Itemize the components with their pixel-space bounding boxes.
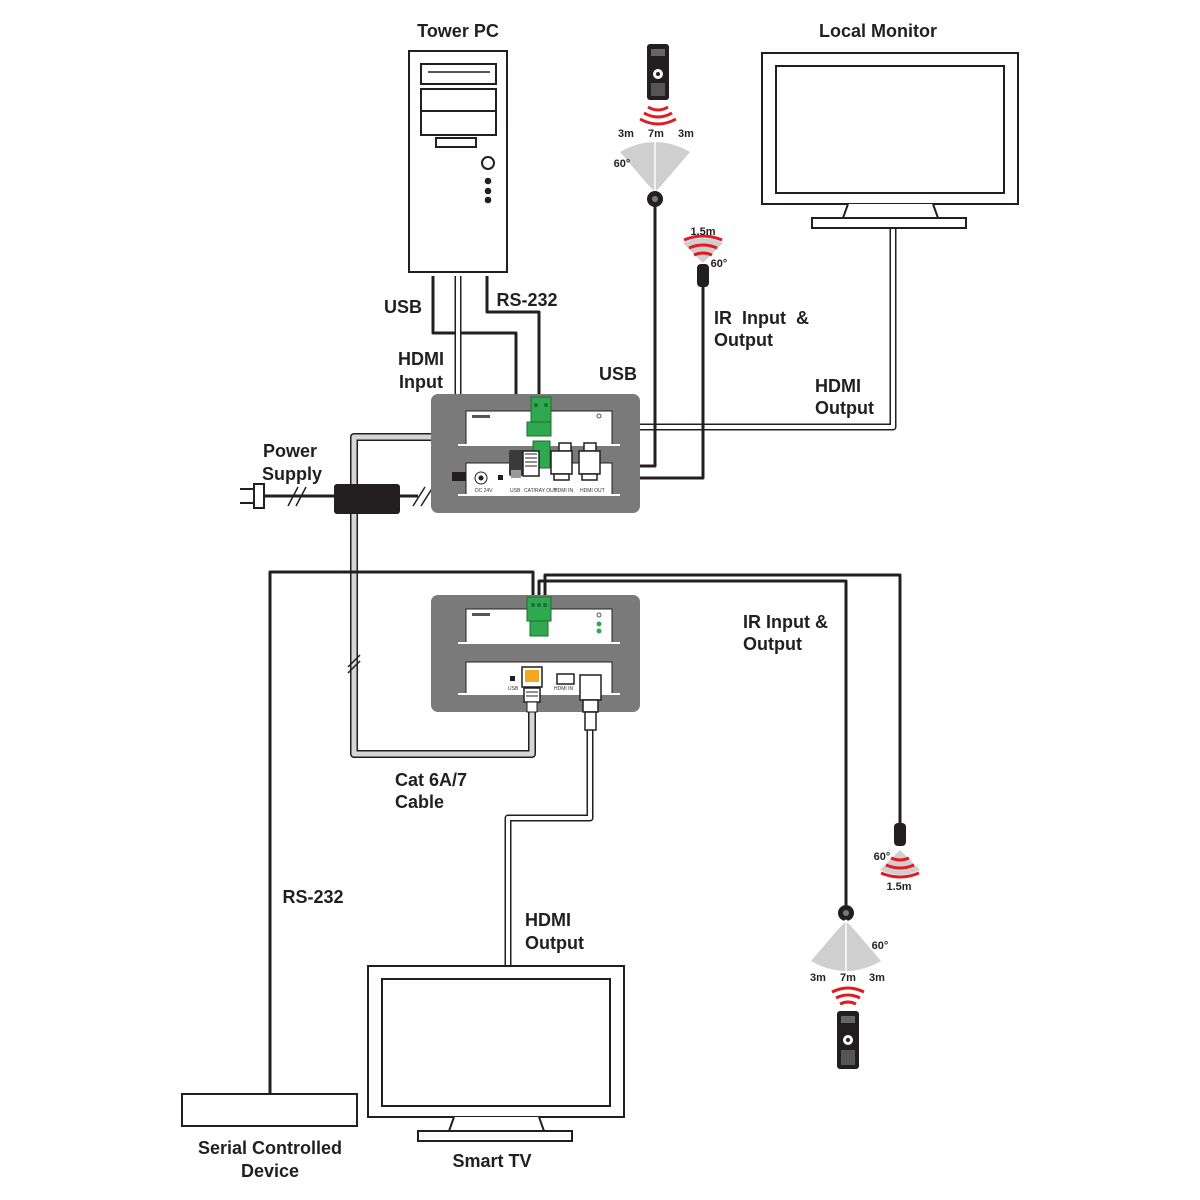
serial-device-icon bbox=[181, 1093, 358, 1127]
tx-cat-plug bbox=[522, 450, 540, 477]
local-monitor-label: Local Monitor bbox=[819, 21, 937, 41]
rs232-cable-rx bbox=[268, 570, 535, 1093]
ir-receiver-center-tx: 7m bbox=[648, 128, 664, 140]
ir-receiver-icon bbox=[647, 191, 663, 207]
ir-label-tx-line2: Output bbox=[714, 330, 773, 350]
ir-receiver-angle-tx: 60° bbox=[614, 158, 631, 170]
ir-label-tx-line1: IR Input & bbox=[714, 308, 809, 328]
rs232-label-pc: RS-232 bbox=[496, 290, 557, 310]
ir-receiver-side-left-rx: 3m bbox=[810, 972, 826, 984]
ir-receiver-icon-rx bbox=[838, 905, 854, 921]
ir-receiver-angle-rx: 60° bbox=[872, 940, 889, 952]
monitor-icon bbox=[761, 52, 1019, 229]
ir-label-rx-line1: IR Input & bbox=[743, 612, 828, 632]
rx-terminal bbox=[526, 596, 552, 637]
ir-blaster-icon bbox=[697, 264, 709, 287]
ir-blaster-icon-rx bbox=[894, 823, 906, 846]
ir-receiver-side-left-tx: 3m bbox=[618, 128, 634, 140]
hdmi-output-label-tx-line2: Output bbox=[815, 398, 874, 418]
remote-control-icon-rx bbox=[837, 1011, 859, 1069]
tower-pc-label: Tower PC bbox=[417, 21, 499, 41]
ir-signal-icon bbox=[639, 105, 677, 126]
power-supply-label-line1: Power bbox=[263, 441, 317, 461]
ir-blaster-range-tx bbox=[683, 234, 723, 263]
ir-receiver-range-tx bbox=[611, 138, 699, 194]
hdmi-output-label-rx-line2: Output bbox=[525, 933, 584, 953]
tx-hdmi-out-plug bbox=[578, 442, 601, 481]
rx-port-label-hdmi: HDMI IN bbox=[554, 686, 574, 692]
ir-blaster-range-rx bbox=[880, 850, 920, 879]
usb-label-pc: USB bbox=[384, 297, 422, 317]
serial-device-label-line2: Device bbox=[241, 1161, 299, 1181]
ir-blaster-distance-rx: 1.5m bbox=[886, 881, 911, 893]
tx-port-label-cat: CAT/RAY OUT bbox=[524, 488, 557, 494]
ir-blaster-angle-rx: 60° bbox=[874, 851, 891, 863]
tx-port-label-hdmi-in: HDMI IN bbox=[554, 488, 574, 494]
ir-receiver-range-rx bbox=[802, 919, 890, 975]
ir-blaster-angle-tx: 60° bbox=[711, 258, 728, 270]
serial-device-label-line1: Serial Controlled bbox=[198, 1138, 342, 1158]
rx-hdmi-plug bbox=[579, 674, 602, 731]
tv-icon bbox=[367, 965, 625, 1142]
tx-port-label-dc: DC 24V bbox=[475, 488, 493, 494]
ir-signal-icon-rx bbox=[831, 986, 865, 1006]
hdmi-input-label-line2: Input bbox=[399, 372, 443, 392]
usb-label-tx: USB bbox=[599, 364, 637, 384]
labels: USB RS-232 HDMI Input USB IR Input & Out… bbox=[262, 290, 874, 953]
ir-blaster-cable-rx bbox=[543, 573, 902, 826]
tx-rs232-terminal bbox=[526, 396, 552, 469]
power-supply-label-line2: Supply bbox=[262, 464, 322, 484]
rs232-cable-pc bbox=[485, 276, 541, 398]
ir-receiver-side-right-tx: 3m bbox=[678, 128, 694, 140]
tx-hdmi-in-plug bbox=[550, 442, 573, 481]
tx-port-label-usb: USB bbox=[510, 488, 521, 494]
cat-cable-label-line2: Cable bbox=[395, 792, 444, 812]
tx-port-label-hdmi-out: HDMI OUT bbox=[580, 488, 605, 494]
power-plug-icon bbox=[240, 483, 265, 509]
cat-cable-label-line1: Cat 6A/7 bbox=[395, 770, 467, 790]
hdmi-input-label-line1: HDMI bbox=[398, 349, 444, 369]
ir-receiver-center-rx: 7m bbox=[840, 972, 856, 984]
hdmi-output-label-tx-line1: HDMI bbox=[815, 376, 861, 396]
hdmi-output-label-rx-line1: HDMI bbox=[525, 910, 571, 930]
tx-usb-plug bbox=[509, 450, 523, 478]
ir-receiver-side-right-rx: 3m bbox=[869, 972, 885, 984]
ir-label-rx-line2: Output bbox=[743, 634, 802, 654]
power-adapter-icon bbox=[334, 484, 400, 514]
rs232-label-rx: RS-232 bbox=[282, 887, 343, 907]
remote-control-icon bbox=[647, 44, 669, 100]
tower-pc-icon bbox=[408, 50, 508, 273]
rx-port-label-usb: USB bbox=[508, 686, 519, 692]
dc-plug bbox=[452, 472, 466, 481]
ir-receiver-cable-rx bbox=[537, 579, 848, 905]
rx-cat-port bbox=[521, 666, 543, 713]
ir-blaster-cable-tx bbox=[612, 286, 705, 480]
ir-blaster-distance-tx: 1.5m bbox=[690, 226, 715, 238]
cable-break-marks bbox=[287, 486, 434, 674]
smart-tv-label: Smart TV bbox=[452, 1151, 531, 1171]
